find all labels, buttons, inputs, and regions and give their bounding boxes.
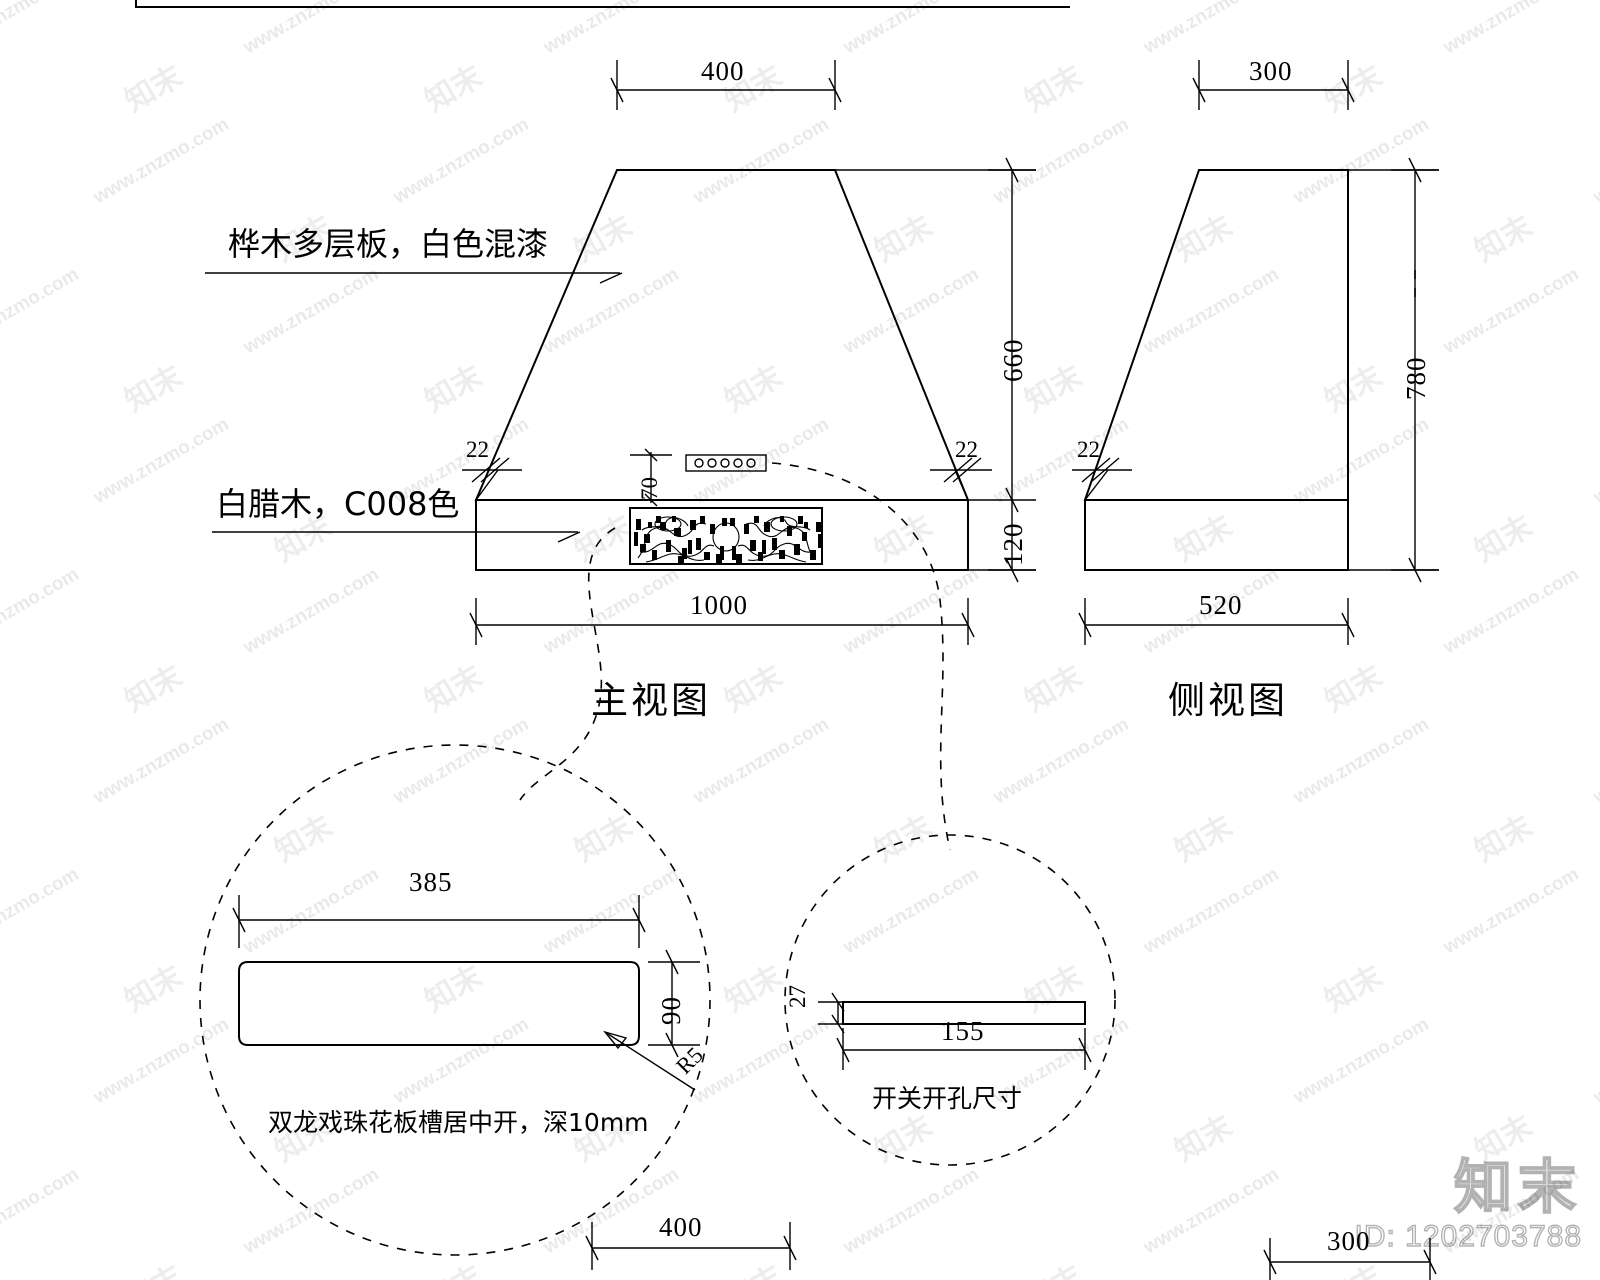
dim-side-total-width: 520 bbox=[1199, 590, 1243, 620]
dim-height-band: 120 bbox=[998, 522, 1028, 567]
dim-side-top-width: 300 bbox=[1249, 56, 1293, 86]
dim-switch-width: 155 bbox=[941, 1016, 985, 1046]
dim-height-upper: 660 bbox=[998, 338, 1028, 383]
detail-bubble-switch bbox=[784, 834, 1116, 1166]
dim-front-top-width: 400 bbox=[701, 56, 745, 86]
note-ash-label: 白腊木，C008色 bbox=[216, 485, 460, 523]
dim-front-left-thickness: 22 bbox=[466, 437, 489, 462]
switch-cutout-outline bbox=[842, 1001, 1086, 1025]
dim-height-total: 780 bbox=[1401, 356, 1431, 401]
leader-carving-detail bbox=[519, 527, 616, 801]
detail-bubble-carving bbox=[199, 744, 711, 1256]
dim-front-switch-offset: 70 bbox=[637, 477, 662, 500]
dim-carve-height: 90 bbox=[656, 996, 686, 1025]
dim-carve-width: 385 bbox=[409, 867, 453, 897]
dim-front-total-width: 1000 bbox=[690, 590, 748, 620]
dim-side-thickness: 22 bbox=[1077, 437, 1100, 462]
carving-detail-note: 双龙戏珠花板槽居中开，深10mm bbox=[268, 1108, 649, 1137]
note-plywood-label: 桦木多层板，白色混漆 bbox=[228, 225, 549, 263]
dim-bottom-right-width: 300 bbox=[1327, 1226, 1371, 1256]
carving-groove-outline bbox=[238, 961, 640, 1046]
dim-bottom-left-width: 400 bbox=[659, 1212, 703, 1242]
leader-switch-detail bbox=[771, 462, 951, 851]
view-title-side: 侧视图 bbox=[1168, 679, 1288, 722]
sheet-border-top bbox=[135, 0, 1070, 8]
view-title-front: 主视图 bbox=[591, 679, 711, 722]
switch-detail-note: 开关开孔尺寸 bbox=[872, 1084, 1023, 1113]
dim-switch-height: 27 bbox=[785, 985, 810, 1008]
front-switch-plate bbox=[685, 454, 767, 472]
leader-r5 bbox=[604, 1031, 696, 1091]
dim-front-right-thickness: 22 bbox=[955, 437, 978, 462]
